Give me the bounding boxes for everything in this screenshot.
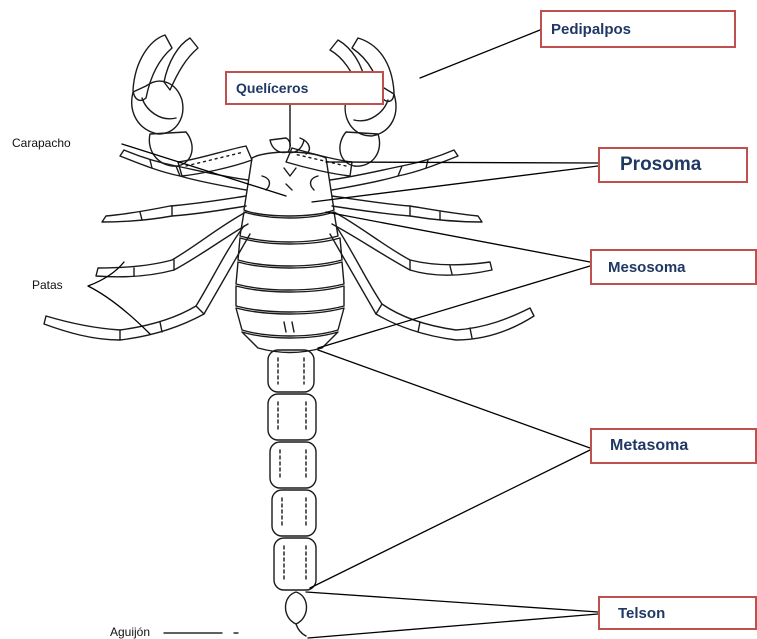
carapace xyxy=(244,152,334,216)
label-patas: Patas xyxy=(32,278,63,292)
label-metasoma: Metasoma xyxy=(590,428,757,464)
leader-lines xyxy=(88,30,598,638)
label-pedipalpos: Pedipalpos xyxy=(540,10,736,48)
label-queliceros: Quelíceros xyxy=(225,71,384,105)
label-telson: Telson xyxy=(598,596,757,630)
left-pedipalp xyxy=(132,35,252,176)
left-legs xyxy=(44,150,250,340)
mesosoma-segments xyxy=(236,212,344,353)
label-mesosoma: Mesosoma xyxy=(590,249,757,285)
label-prosoma: Prosoma xyxy=(598,147,748,183)
metasoma-segments xyxy=(268,350,316,590)
right-pedipalp xyxy=(286,38,396,176)
label-aguijon: Aguijón xyxy=(110,625,150,639)
label-carapacho: Carapacho xyxy=(12,136,71,150)
telson-drawing xyxy=(286,592,307,636)
